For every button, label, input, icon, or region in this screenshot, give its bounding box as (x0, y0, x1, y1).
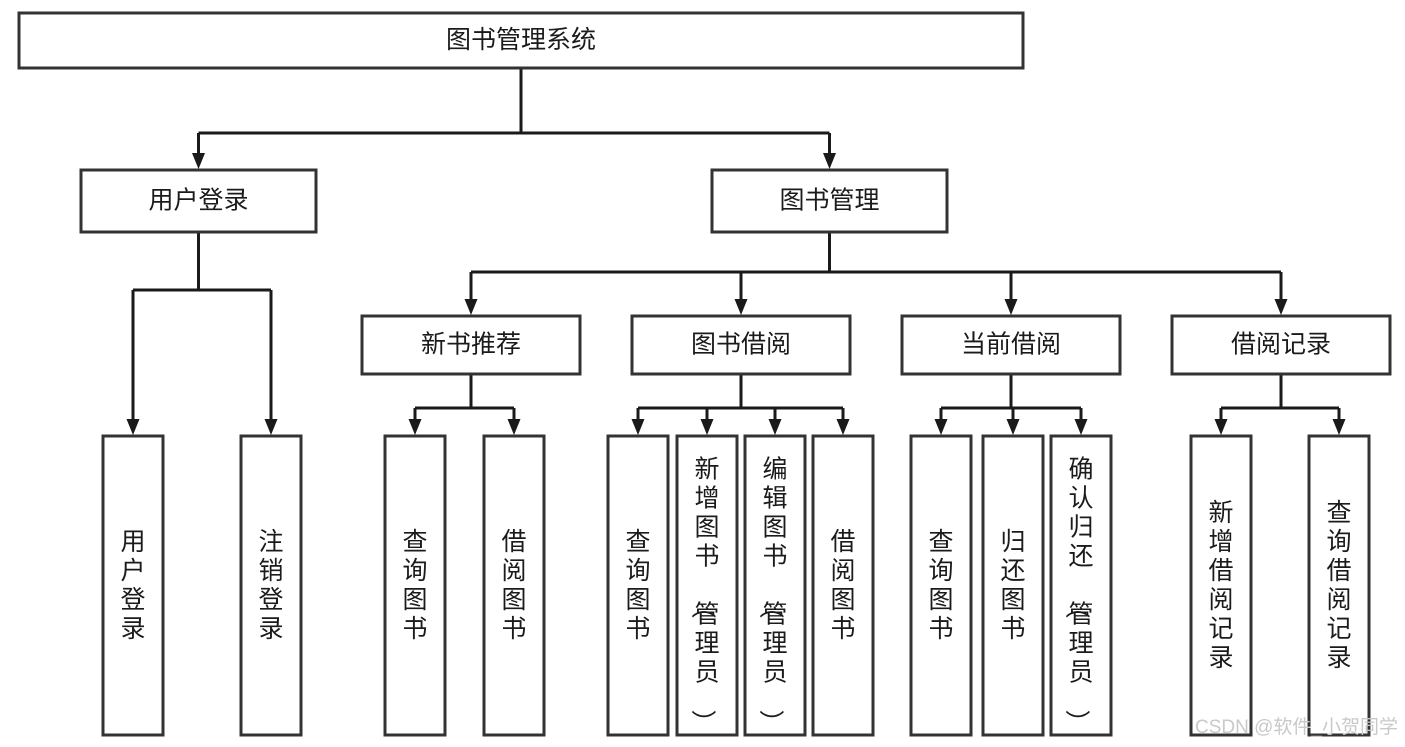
node-box-book-borrow[interactable] (630, 314, 852, 376)
node-label-leaf-add-record: 新增借阅记录 (1208, 499, 1233, 672)
node-label-leaf-add-book: 新增图书（管理员） (688, 456, 719, 735)
arrow-head-icon (264, 419, 278, 435)
node-box-leaf-add-record[interactable] (1189, 434, 1253, 737)
arrow-head-icon (1332, 419, 1346, 435)
node-leaf-borrow-book-1[interactable]: 借阅图书 (482, 434, 546, 737)
arrow-head-icon (464, 299, 478, 315)
node-box-new-book-recommend[interactable] (360, 314, 582, 376)
node-leaf-user-logout[interactable]: 注销登录 (239, 434, 303, 737)
node-borrow-record[interactable]: 借阅记录 (1170, 314, 1392, 376)
node-box-borrow-record[interactable] (1170, 314, 1392, 376)
node-leaf-query-book-3[interactable]: 查询图书 (909, 434, 973, 737)
arrow-head-icon (1074, 419, 1088, 435)
node-box-root[interactable] (17, 11, 1025, 70)
connector-lines (126, 68, 1346, 435)
node-leaf-query-record[interactable]: 查询借阅记录 (1307, 434, 1371, 737)
node-label-current-borrow: 当前借阅 (961, 331, 1061, 359)
node-box-leaf-add-book[interactable] (675, 434, 739, 737)
node-label-leaf-borrow-book-2: 借阅图书 (830, 528, 855, 643)
node-label-leaf-confirm-return: 确认归还（管理员） (1062, 456, 1093, 735)
diagram-nodes: 图书管理系统用户登录图书管理新书推荐图书借阅当前借阅借阅记录用户登录注销登录查询… (17, 11, 1392, 737)
arrow-head-icon (836, 419, 850, 435)
node-label-leaf-query-book-2: 查询图书 (625, 528, 650, 643)
node-label-leaf-query-book-3: 查询图书 (928, 528, 953, 643)
node-root[interactable]: 图书管理系统 (17, 11, 1025, 70)
node-label-leaf-query-book-1: 查询图书 (402, 528, 427, 643)
arrow-head-icon (768, 419, 782, 435)
node-leaf-borrow-book-2[interactable]: 借阅图书 (811, 434, 875, 737)
arrow-head-icon (1006, 419, 1020, 435)
node-box-user-login[interactable] (79, 168, 318, 234)
arrow-head-icon (192, 153, 205, 169)
node-leaf-edit-book[interactable]: 编辑图书（管理员） (743, 434, 807, 737)
arrow-head-icon (1004, 299, 1018, 315)
node-label-borrow-record: 借阅记录 (1231, 331, 1331, 359)
node-label-book-borrow: 图书借阅 (691, 331, 791, 359)
node-leaf-add-book[interactable]: 新增图书（管理员） (675, 434, 739, 737)
node-box-leaf-user-logout[interactable] (239, 434, 303, 737)
arrow-head-icon (507, 419, 521, 435)
arrow-head-icon (126, 419, 140, 435)
node-label-leaf-return-book: 归还图书 (1000, 528, 1025, 643)
node-label-root: 图书管理系统 (446, 26, 596, 54)
node-leaf-user-login[interactable]: 用户登录 (101, 434, 165, 737)
arrow-head-icon (734, 299, 748, 315)
node-box-leaf-return-book[interactable] (981, 434, 1045, 737)
node-leaf-query-book-2[interactable]: 查询图书 (606, 434, 670, 737)
node-box-leaf-confirm-return[interactable] (1049, 434, 1113, 737)
node-box-book-manage[interactable] (710, 168, 949, 234)
node-label-leaf-borrow-book-1: 借阅图书 (501, 528, 526, 643)
node-leaf-add-record[interactable]: 新增借阅记录 (1189, 434, 1253, 737)
node-book-borrow[interactable]: 图书借阅 (630, 314, 852, 376)
node-label-leaf-query-record: 查询借阅记录 (1326, 499, 1351, 672)
arrow-head-icon (823, 153, 836, 169)
node-box-leaf-edit-book[interactable] (743, 434, 807, 737)
node-box-leaf-query-book-2[interactable] (606, 434, 670, 737)
node-box-current-borrow[interactable] (900, 314, 1122, 376)
node-box-leaf-query-book-3[interactable] (909, 434, 973, 737)
node-label-user-login: 用户登录 (148, 187, 248, 215)
node-label-new-book-recommend: 新书推荐 (421, 331, 521, 359)
node-new-book-recommend[interactable]: 新书推荐 (360, 314, 582, 376)
node-user-login[interactable]: 用户登录 (79, 168, 318, 234)
arrow-head-icon (408, 419, 422, 435)
node-label-leaf-user-logout: 注销登录 (258, 528, 283, 643)
node-label-leaf-edit-book: 编辑图书（管理员） (756, 456, 787, 735)
node-leaf-return-book[interactable]: 归还图书 (981, 434, 1045, 737)
node-box-leaf-user-login[interactable] (101, 434, 165, 737)
node-book-manage[interactable]: 图书管理 (710, 168, 949, 234)
node-current-borrow[interactable]: 当前借阅 (900, 314, 1122, 376)
arrow-head-icon (934, 419, 948, 435)
arrow-head-icon (700, 419, 714, 435)
node-box-leaf-query-book-1[interactable] (383, 434, 447, 737)
arrow-head-icon (631, 419, 645, 435)
arrow-head-icon (1274, 299, 1288, 315)
node-leaf-query-book-1[interactable]: 查询图书 (383, 434, 447, 737)
node-box-leaf-query-record[interactable] (1307, 434, 1371, 737)
node-leaf-confirm-return[interactable]: 确认归还（管理员） (1049, 434, 1113, 737)
node-label-book-manage: 图书管理 (779, 187, 879, 215)
node-box-leaf-borrow-book-1[interactable] (482, 434, 546, 737)
node-label-leaf-user-login: 用户登录 (120, 528, 145, 643)
node-box-leaf-borrow-book-2[interactable] (811, 434, 875, 737)
csdn-watermark: CSDN @软件_小贺同学 (1195, 716, 1398, 738)
arrow-head-icon (1214, 419, 1228, 435)
